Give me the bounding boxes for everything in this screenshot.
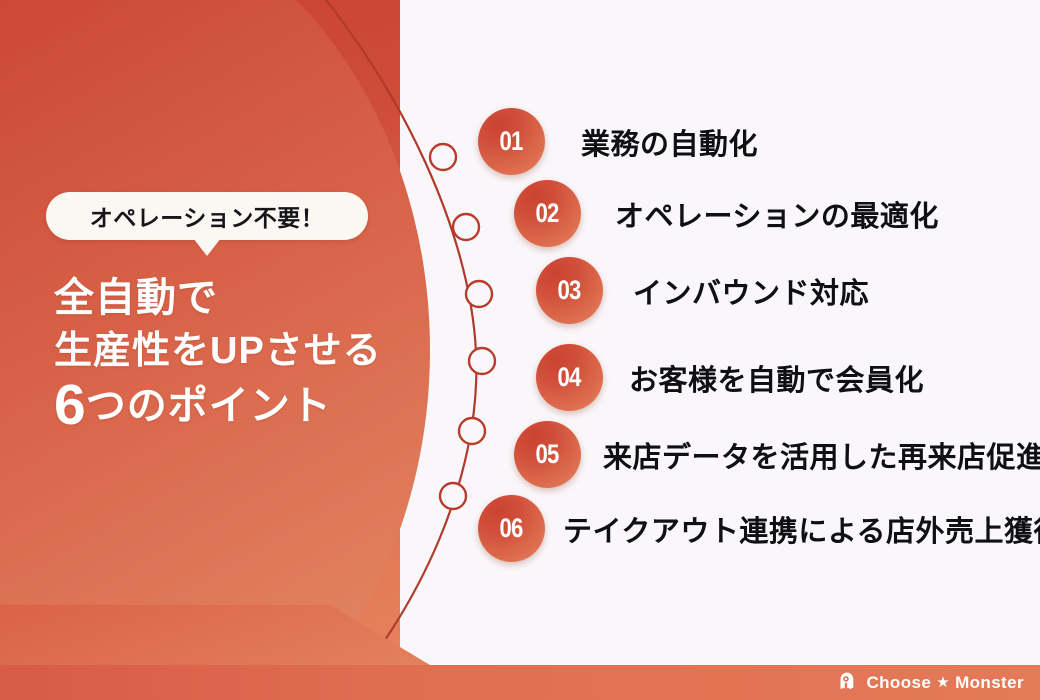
- headline-count-suffix: つのポイント: [85, 383, 332, 428]
- point-label: オペレーションの最適化: [615, 200, 939, 233]
- point-number-label: 04: [557, 362, 582, 392]
- point-label: 業務の自動化: [581, 128, 759, 161]
- tagline-badge-tail: [193, 238, 221, 256]
- list-item[interactable]: 02 オペレーションの最適化: [514, 180, 939, 247]
- point-number-badge: 01: [478, 108, 545, 175]
- point-number-badge: 04: [536, 344, 603, 411]
- point-number-label: 05: [535, 439, 560, 469]
- tagline-badge-label: オペレーション不要！: [89, 205, 325, 231]
- point-number-label: 02: [535, 198, 560, 228]
- point-label: テイクアウト連携による店外売上獲得: [563, 515, 1040, 548]
- page-title: 全自動で 生産性をUPさせる 6つのポイント: [54, 272, 454, 434]
- point-number-label: 01: [499, 126, 524, 156]
- logo-word-monster: Monster: [955, 672, 1024, 692]
- list-item[interactable]: 04 お客様を自動で会員化: [536, 344, 924, 411]
- logo-word-choose: Choose: [866, 672, 932, 692]
- headline-count-number: 6: [54, 372, 86, 437]
- brand-logo-text: Choose ★ Monster: [866, 673, 1024, 693]
- point-number-badge: 06: [478, 495, 545, 562]
- tagline-badge: オペレーション不要！: [46, 192, 368, 240]
- list-item[interactable]: 03 インバウンド対応: [536, 257, 869, 324]
- headline-line-2: 生産性をUPさせる: [54, 329, 382, 372]
- point-number-label: 03: [557, 275, 582, 305]
- point-number-badge: 02: [514, 180, 581, 247]
- monster-icon: [840, 672, 854, 689]
- headline-line-1: 全自動で: [54, 276, 218, 320]
- point-label: インバウンド対応: [633, 277, 870, 310]
- list-item[interactable]: 05 来店データを活用した再来店促進: [514, 421, 1040, 488]
- point-number-label: 06: [499, 513, 524, 543]
- point-label: 来店データを活用した再来店促進: [603, 441, 1040, 474]
- list-item[interactable]: 06 テイクアウト連携による店外売上獲得: [478, 495, 1040, 562]
- point-number-badge: 03: [536, 257, 603, 324]
- star-icon: ★: [936, 674, 951, 691]
- list-item[interactable]: 01 業務の自動化: [478, 108, 758, 175]
- footer-bar: Choose ★ Monster: [0, 665, 1040, 700]
- point-label: お客様を自動で会員化: [629, 364, 925, 397]
- point-number-badge: 05: [514, 421, 581, 488]
- brand-logo[interactable]: Choose ★ Monster: [836, 671, 1024, 694]
- headline-line-3: 6つのポイント: [54, 376, 454, 434]
